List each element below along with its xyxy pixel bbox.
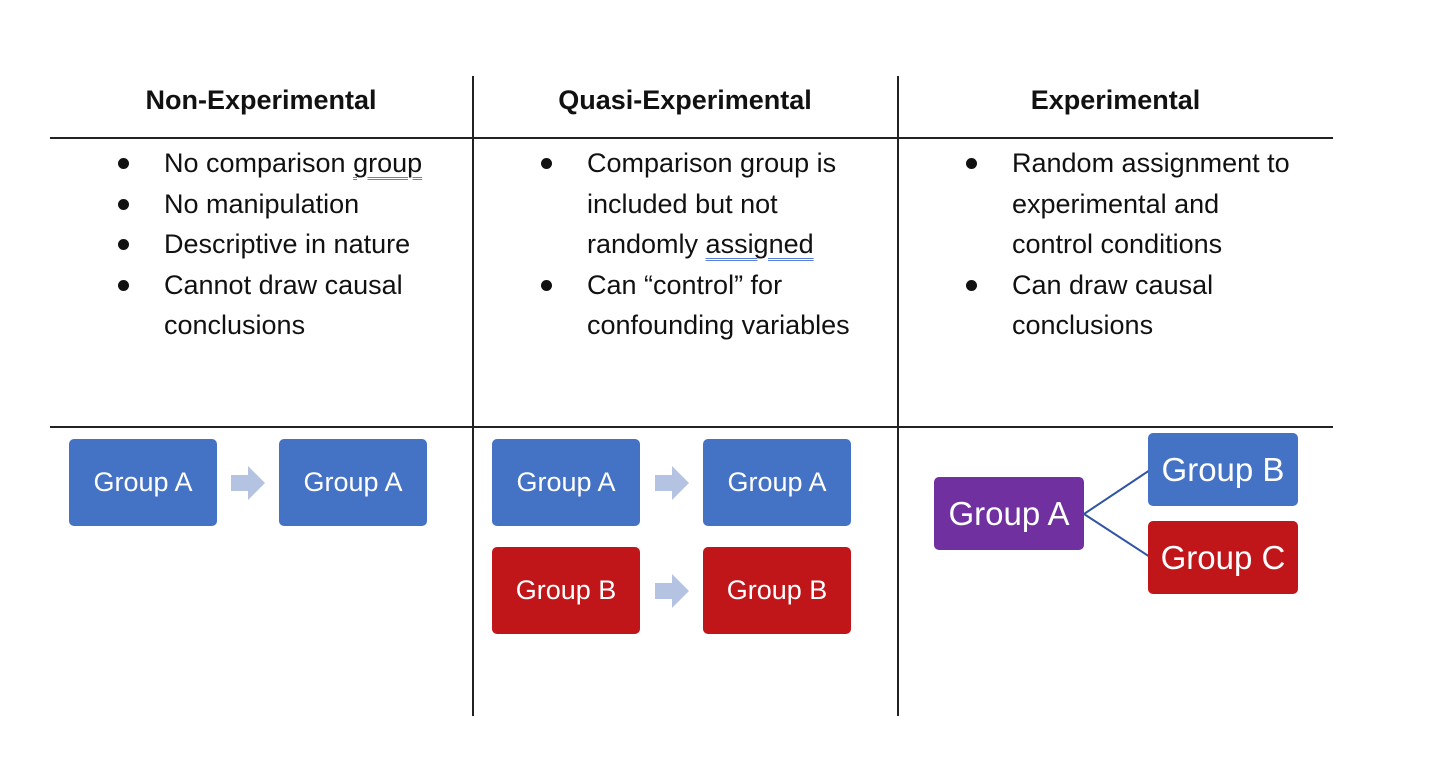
column-divider-2: [897, 76, 899, 716]
experimental-title: Experimental: [1030, 85, 1201, 115]
bullet-item: No manipulation: [114, 184, 464, 225]
bullet-text: Can “control” for confounding variables: [587, 269, 850, 341]
group-a-box: Group A: [69, 439, 217, 526]
bullet-item: Comparison group is included but not ran…: [537, 143, 872, 265]
group-a-box: Group A: [703, 439, 851, 526]
group-c-box: Group C: [1148, 521, 1298, 594]
non-experimental-bullets: No comparison group No manipulation Desc…: [114, 143, 464, 346]
bullet-item: Can draw causal conclusions: [962, 265, 1252, 346]
bullet-text: Comparison group is included but not ran…: [587, 148, 837, 259]
group-a-box: Group A: [279, 439, 427, 526]
bullet-item: Random assignment to experimental and co…: [962, 143, 1292, 265]
bullet-item: Cannot draw causal conclusions: [114, 265, 429, 346]
diagram-divider: [50, 426, 1333, 428]
branch-connector: [1083, 469, 1151, 558]
bullet-item: Can “control” for confounding variables: [537, 265, 887, 346]
arrow-right-icon: [655, 574, 689, 608]
group-a-box: Group A: [934, 477, 1084, 550]
quasi-experimental-bullets: Comparison group is included but not ran…: [537, 143, 887, 346]
bullet-text: No comparison: [164, 148, 354, 178]
column-divider-1: [472, 76, 474, 716]
arrow-right-icon: [655, 466, 689, 500]
arrow-right-icon: [231, 466, 265, 500]
experimental-bullets: Random assignment to experimental and co…: [962, 143, 1292, 346]
bullet-text: Descriptive in nature: [164, 229, 411, 259]
non-experimental-title: Non-Experimental: [145, 85, 377, 115]
bullet-text: Cannot draw causal conclusions: [164, 269, 403, 341]
bullet-text: Can draw causal conclusions: [1012, 269, 1214, 341]
group-b-box: Group B: [492, 547, 640, 634]
quasi-experimental-title: Quasi-Experimental: [558, 85, 812, 115]
bullet-text: Random assignment to experimental and co…: [1012, 148, 1290, 259]
bullet-item: No comparison group: [114, 143, 464, 184]
bullet-text: No manipulation: [164, 188, 360, 219]
group-a-box: Group A: [492, 439, 640, 526]
bullet-underlined-text: group: [353, 148, 423, 178]
bullet-item: Descriptive in nature: [114, 224, 464, 265]
header-divider: [50, 137, 1333, 139]
bullet-underlined-text: assigned: [705, 229, 814, 259]
group-b-box: Group B: [1148, 433, 1298, 506]
group-b-box: Group B: [703, 547, 851, 634]
